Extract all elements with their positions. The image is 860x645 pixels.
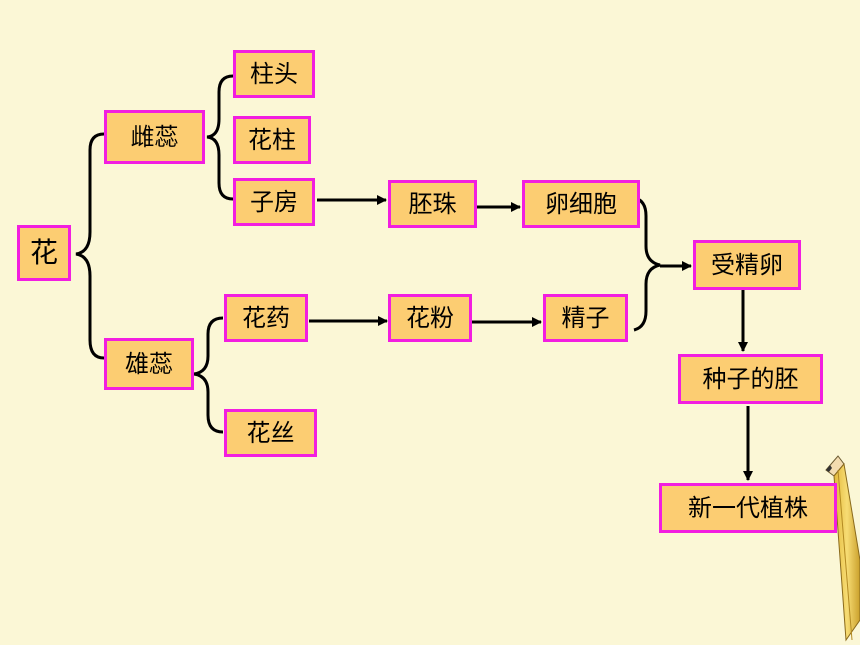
node-seed-embryo: 种子的胚 [678, 354, 823, 404]
node-pistil: 雌蕊 [104, 110, 205, 164]
node-pollen: 花粉 [388, 294, 472, 342]
node-egg-cell: 卵细胞 [522, 180, 640, 228]
node-filament: 花丝 [224, 409, 317, 457]
brace-stamen [193, 316, 224, 434]
node-fertilized-egg: 受精卵 [693, 240, 801, 290]
node-ovule: 胚珠 [388, 180, 477, 228]
node-flower: 花 [17, 225, 71, 281]
node-style: 花柱 [233, 116, 311, 164]
node-new-plant: 新一代植株 [659, 483, 837, 533]
brace-flower [75, 132, 105, 360]
brace-pistil [206, 74, 234, 201]
node-sperm: 精子 [543, 294, 628, 342]
node-anther: 花药 [224, 294, 308, 342]
node-stamen: 雄蕊 [104, 338, 194, 390]
node-ovary: 子房 [233, 178, 315, 226]
node-stigma: 柱头 [233, 50, 315, 98]
pencil-icon [825, 455, 860, 642]
